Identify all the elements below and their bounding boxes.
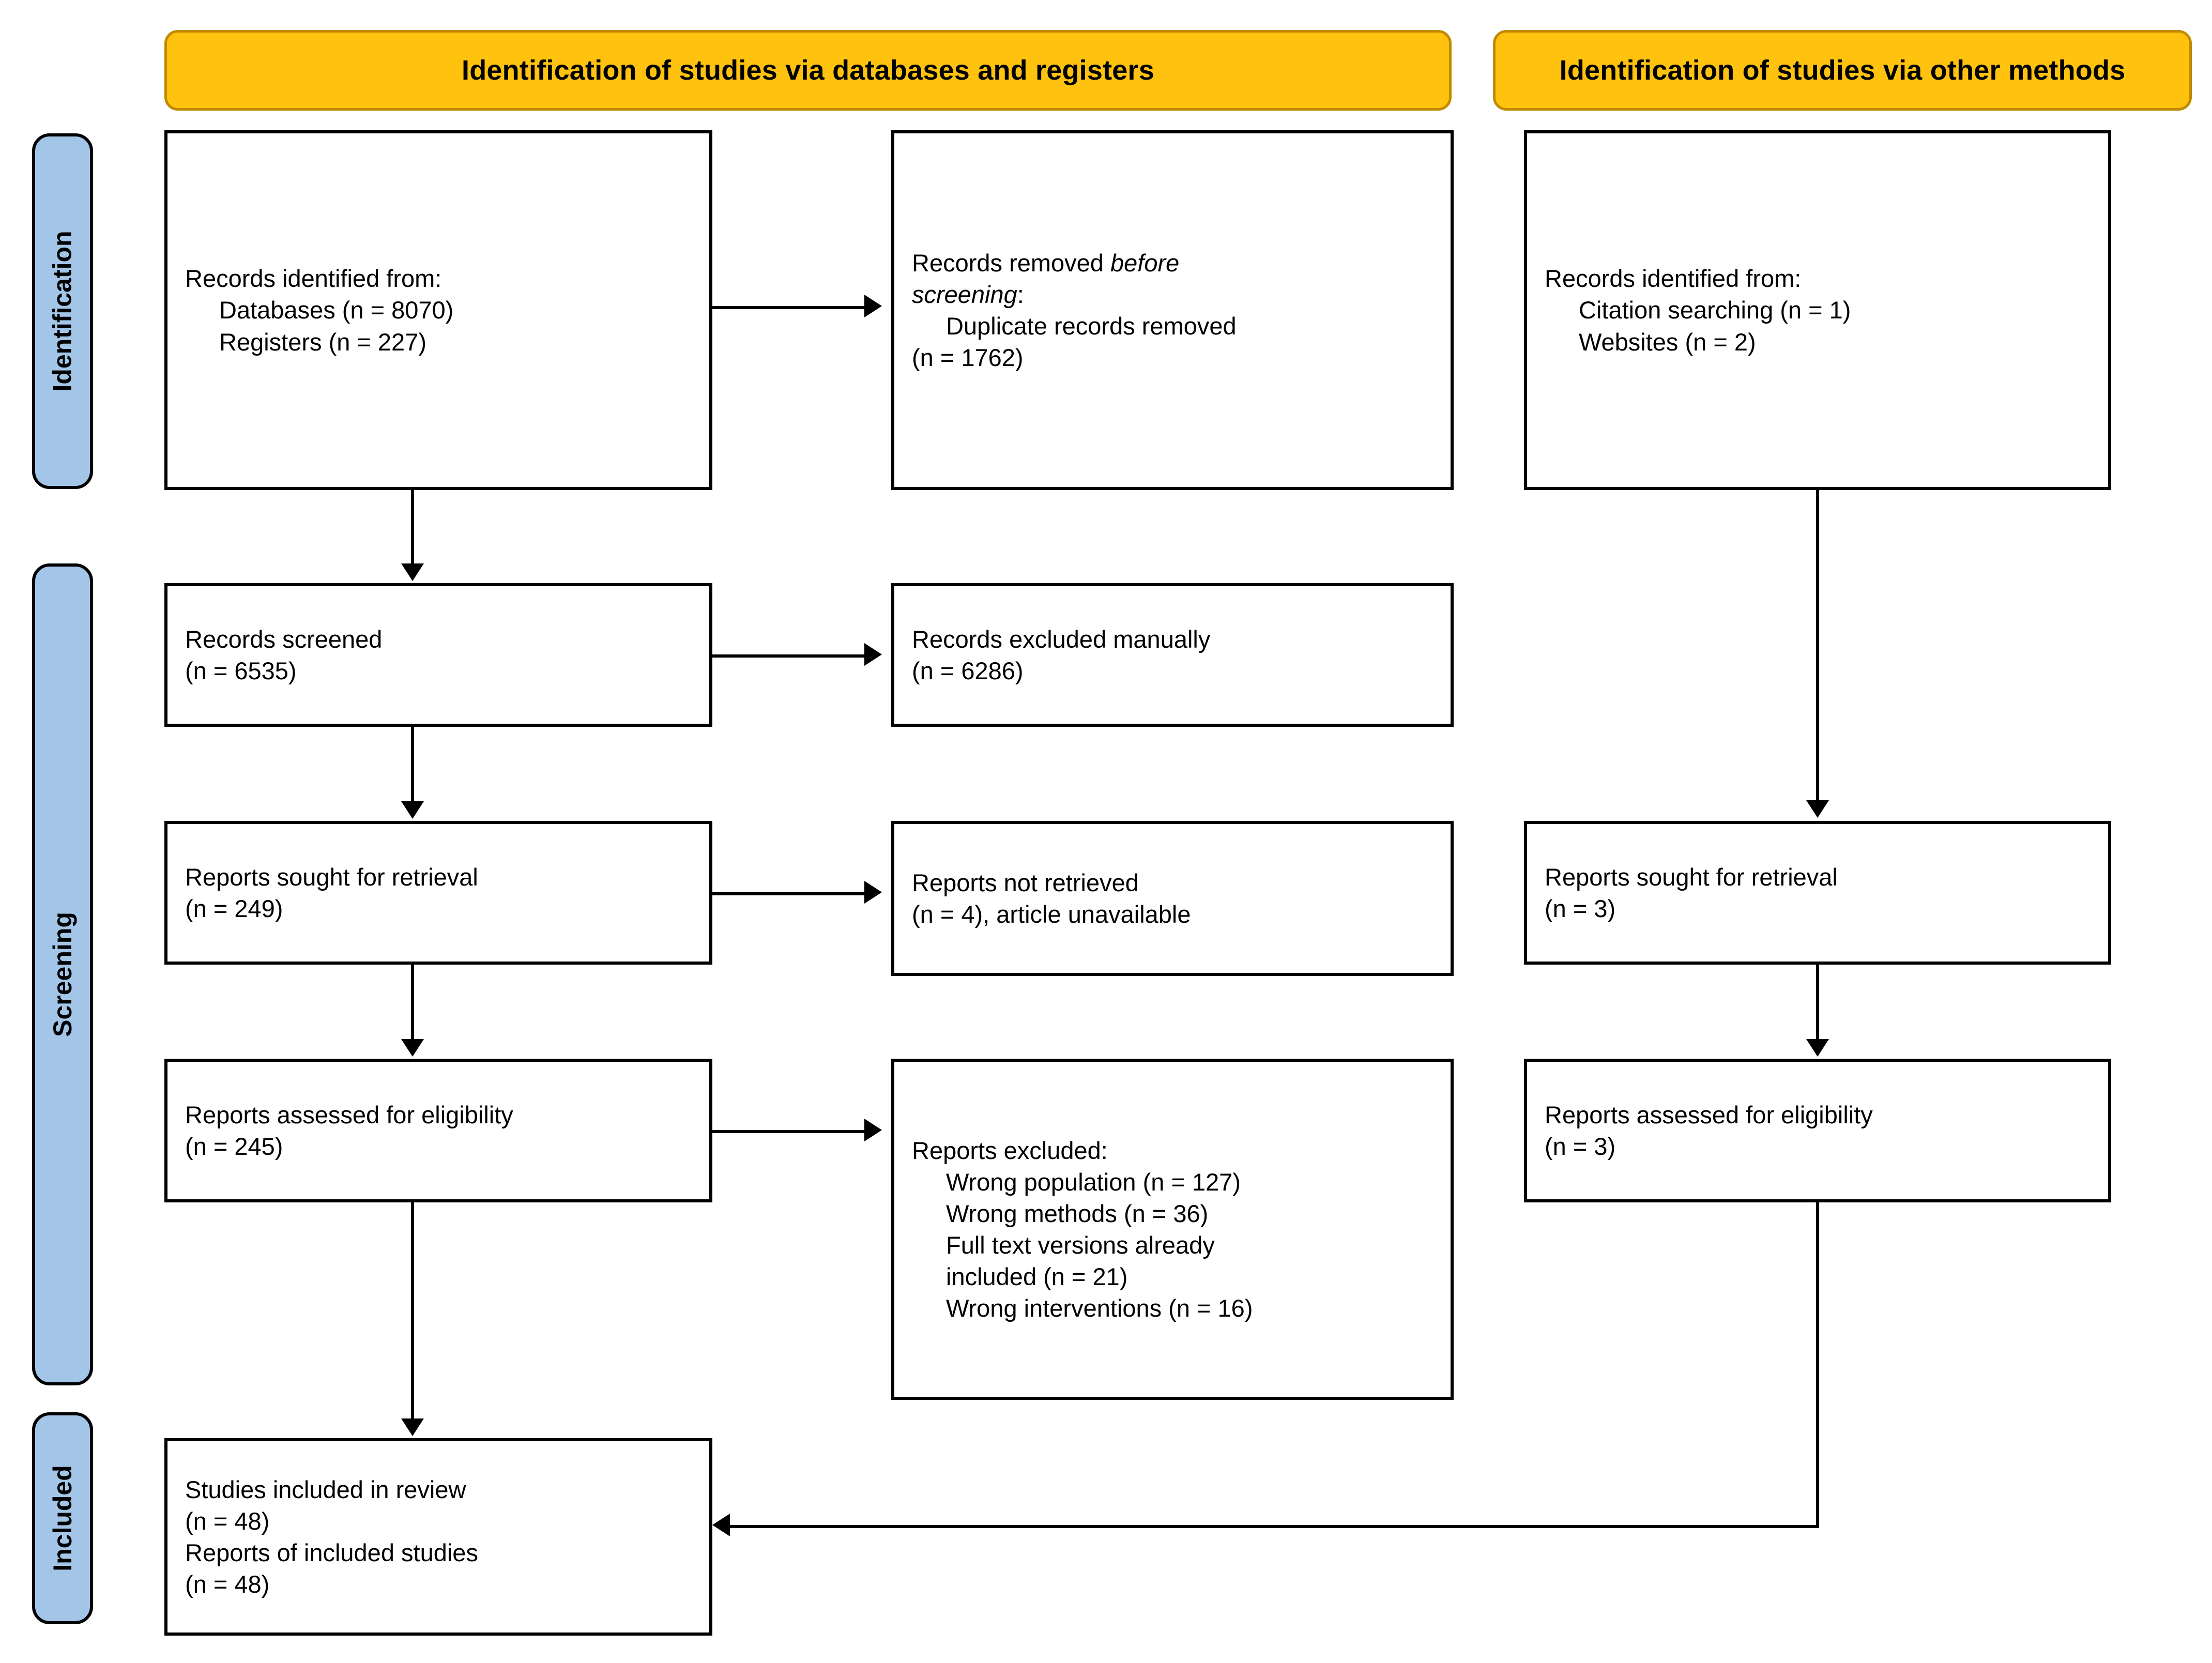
other-identified-websites: Websites (n = 2) <box>1579 328 1756 356</box>
reports-assessed-n: (n = 245) <box>185 1133 283 1160</box>
connector-other-assessed-elbow-vertical <box>1816 1202 1819 1528</box>
reports-not-retrieved-line1: Reports not retrieved <box>912 868 1139 896</box>
records-removed-line1-emph: before <box>1110 249 1180 277</box>
reports-sought-n: (n = 249) <box>185 895 283 922</box>
records-screened-line1: Records screened <box>185 625 383 653</box>
studies-included-line1: Studies included in review <box>185 1475 466 1503</box>
other-sought-line1: Reports sought for retrieval <box>1545 863 1838 891</box>
header-other-methods: Identification of studies via other meth… <box>1493 30 2192 111</box>
connector-screened-to-excluded <box>712 654 867 658</box>
connector-other-sought-to-other-assessed <box>1816 965 1819 1040</box>
box-other-reports-sought: Reports sought for retrieval (n = 3) <box>1524 821 2111 965</box>
arrowhead-sought-to-not-retrieved <box>864 881 882 904</box>
other-identified-line1: Records identified from: <box>1545 265 1802 293</box>
other-assessed-n: (n = 3) <box>1545 1133 1616 1160</box>
reports-not-retrieved-n: (n = 4), article unavailable <box>912 901 1191 928</box>
reports-excluded-wrong-population: Wrong population (n = 127) <box>946 1168 1241 1196</box>
box-records-removed-before-screening: Records removed before screening: Duplic… <box>891 130 1454 490</box>
rail-included: Included <box>32 1412 93 1624</box>
arrowhead-assessed-to-studies-included <box>401 1418 424 1436</box>
box-studies-included-in-review: Studies included in review (n = 48) Repo… <box>164 1438 712 1636</box>
connector-identified-to-removed <box>712 306 867 309</box>
records-identified-registers: Registers (n = 227) <box>219 328 426 356</box>
box-other-records-identified: Records identified from: Citation search… <box>1524 130 2111 490</box>
reports-sought-line1: Reports sought for retrieval <box>185 863 478 891</box>
reports-excluded-full-text-2: included (n = 21) <box>946 1263 1128 1291</box>
records-removed-line1-text: Records removed <box>912 249 1110 277</box>
box-records-excluded-manually: Records excluded manually (n = 6286) <box>891 583 1454 727</box>
box-reports-not-retrieved: Reports not retrieved (n = 4), article u… <box>891 821 1454 976</box>
records-excluded-line1: Records excluded manually <box>912 625 1211 653</box>
arrowhead-other-identified-to-other-sought <box>1806 800 1829 818</box>
arrowhead-other-sought-to-other-assessed <box>1806 1039 1829 1057</box>
rail-screening: Screening <box>32 563 93 1385</box>
arrowhead-other-assessed-to-studies-included <box>712 1514 730 1536</box>
box-records-screened: Records screened (n = 6535) <box>164 583 712 727</box>
records-identified-line1: Records identified from: <box>185 265 442 293</box>
box-reports-assessed-for-eligibility: Reports assessed for eligibility (n = 24… <box>164 1059 712 1202</box>
arrowhead-screened-to-sought <box>401 801 424 819</box>
rail-identification-label: Identification <box>48 231 78 392</box>
connector-other-identified-to-other-sought <box>1816 490 1819 801</box>
records-removed-line1: Records removed before <box>912 247 1433 279</box>
arrowhead-identified-to-screened <box>401 563 424 581</box>
records-removed-duplicates-n: (n = 1762) <box>912 344 1024 372</box>
connector-other-assessed-elbow-horizontal <box>730 1525 1819 1528</box>
reports-excluded-wrong-methods: Wrong methods (n = 36) <box>946 1199 1209 1227</box>
records-excluded-n: (n = 6286) <box>912 657 1024 684</box>
connector-assessed-to-studies-included <box>411 1202 414 1420</box>
reports-of-included-studies-line: Reports of included studies <box>185 1539 478 1566</box>
header-databases-registers: Identification of studies via databases … <box>164 30 1452 111</box>
connector-sought-to-assessed <box>411 965 414 1040</box>
rail-identification: Identification <box>32 133 93 489</box>
connector-sought-to-not-retrieved <box>712 892 867 895</box>
connector-assessed-to-reports-excluded <box>712 1130 867 1133</box>
connector-screened-to-sought <box>411 727 414 802</box>
box-other-reports-assessed: Reports assessed for eligibility (n = 3) <box>1524 1059 2111 1202</box>
arrowhead-screened-to-excluded <box>864 643 882 666</box>
records-removed-line2-emph: screening <box>912 280 1017 308</box>
records-identified-databases: Databases (n = 8070) <box>219 296 454 324</box>
arrowhead-assessed-to-reports-excluded <box>864 1119 882 1141</box>
other-assessed-line1: Reports assessed for eligibility <box>1545 1101 1873 1128</box>
box-records-identified: Records identified from: Databases (n = … <box>164 130 712 490</box>
connector-identified-to-screened <box>411 490 414 566</box>
arrowhead-sought-to-assessed <box>401 1039 424 1057</box>
header-databases-registers-label: Identification of studies via databases … <box>462 55 1154 86</box>
box-reports-excluded: Reports excluded: Wrong population (n = … <box>891 1059 1454 1400</box>
records-removed-line2-text: : <box>1017 280 1024 308</box>
reports-assessed-line1: Reports assessed for eligibility <box>185 1101 513 1128</box>
reports-excluded-wrong-interventions: Wrong interventions (n = 16) <box>946 1294 1253 1322</box>
reports-excluded-full-text-1: Full text versions already <box>946 1231 1215 1259</box>
studies-included-n: (n = 48) <box>185 1507 270 1535</box>
arrowhead-identified-to-removed <box>864 295 882 317</box>
records-removed-line2: screening: <box>912 279 1433 310</box>
records-removed-duplicates: Duplicate records removed <box>946 312 1237 340</box>
reports-excluded-line1: Reports excluded: <box>912 1136 1108 1164</box>
rail-screening-label: Screening <box>48 912 77 1037</box>
rail-included-label: Included <box>48 1465 78 1572</box>
records-screened-n: (n = 6535) <box>185 657 297 684</box>
other-sought-n: (n = 3) <box>1545 895 1616 922</box>
header-other-methods-label: Identification of studies via other meth… <box>1559 55 2126 86</box>
other-identified-citation-searching: Citation searching (n = 1) <box>1579 296 1851 324</box>
reports-of-included-studies-n: (n = 48) <box>185 1570 270 1598</box>
box-reports-sought-for-retrieval: Reports sought for retrieval (n = 249) <box>164 821 712 965</box>
